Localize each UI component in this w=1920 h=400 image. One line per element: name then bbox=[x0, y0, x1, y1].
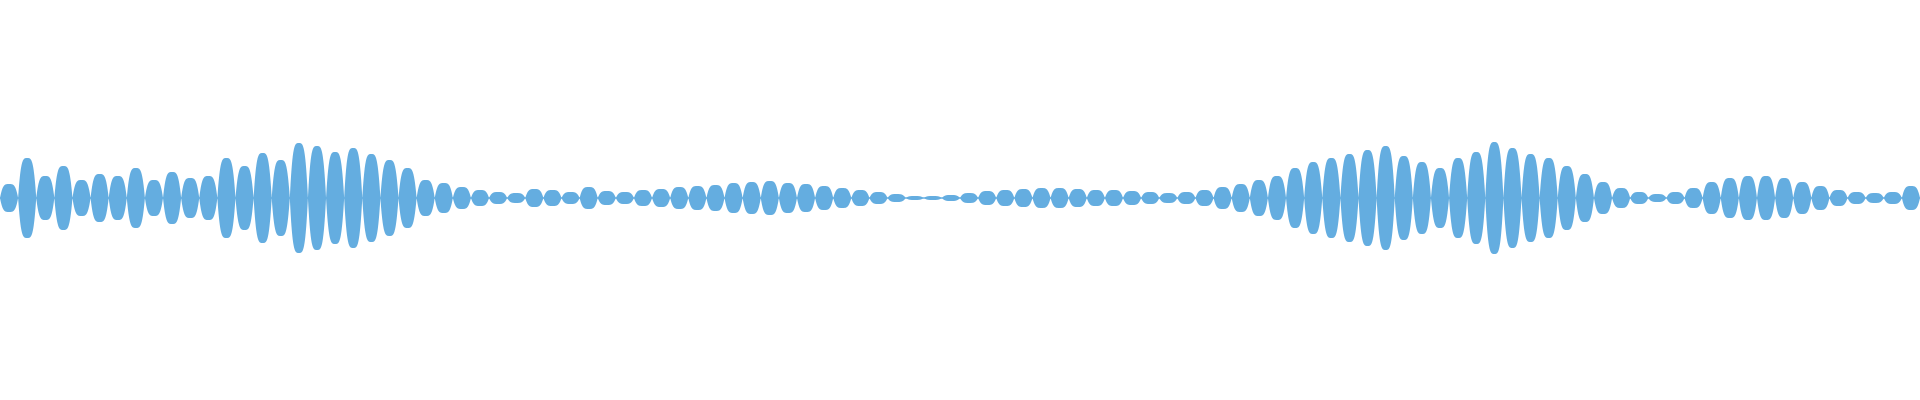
waveform-segments bbox=[0, 142, 1920, 254]
waveform-baseline bbox=[0, 197, 1920, 199]
